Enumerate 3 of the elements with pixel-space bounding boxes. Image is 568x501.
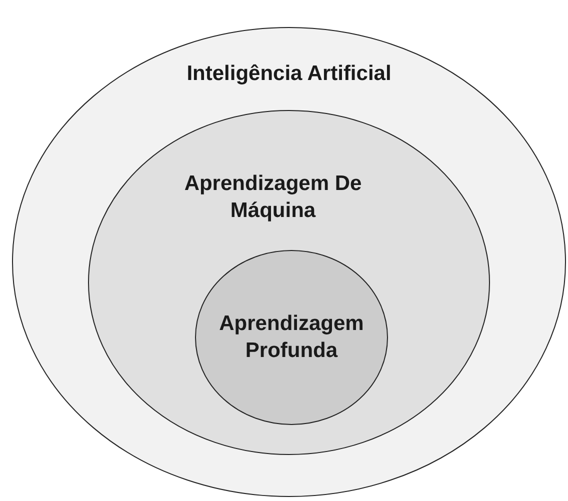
set-label: Aprendizagem Profunda [218,311,365,364]
set-label: Aprendizagem De Máquina [183,171,363,224]
set-label: Inteligência Artificial [186,61,392,87]
